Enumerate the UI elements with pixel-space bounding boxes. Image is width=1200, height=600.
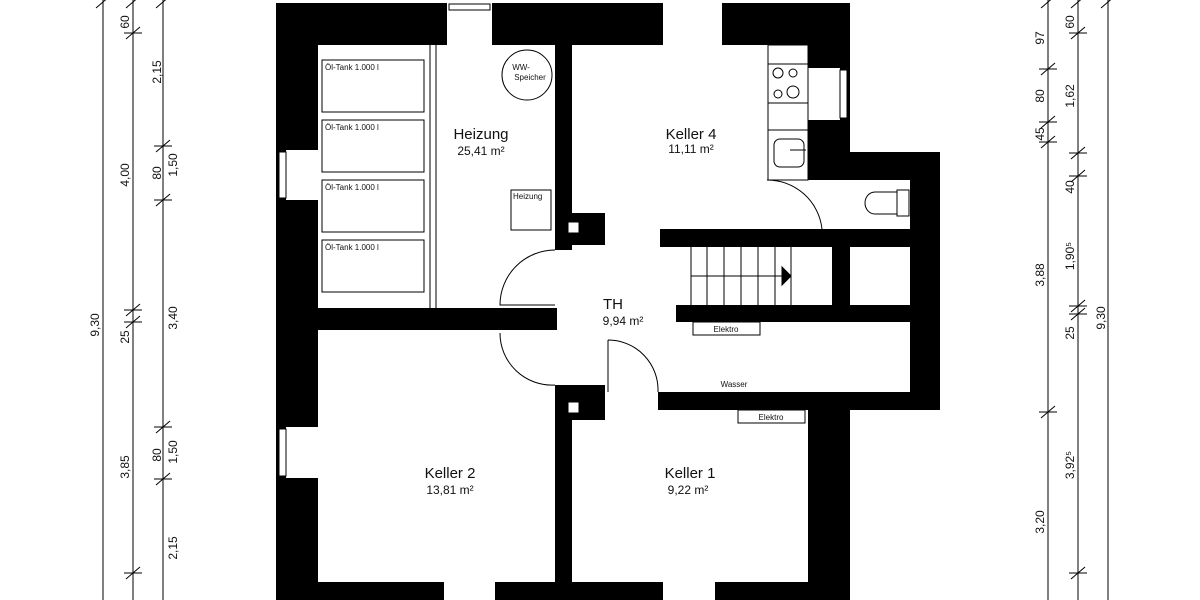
- room-name-keller1: Keller 1: [665, 465, 716, 482]
- dim-right: 80: [1033, 89, 1047, 103]
- ww-speicher-label: Speicher: [514, 73, 546, 82]
- dim-right: 1,90⁵: [1063, 242, 1077, 270]
- room-area-keller1: 9,22 m²: [668, 483, 709, 497]
- stove-burner-icon: [772, 67, 784, 79]
- walls: [276, 3, 940, 600]
- tank-label: Öl-Tank 1.000 l: [325, 63, 379, 72]
- dim-right-total: 9,30: [1094, 306, 1108, 330]
- dim-right: 3,88: [1033, 263, 1047, 287]
- right-dimensions: 97 80 45 3,88 3,20 60 1,62 40 1,90⁵ 25 3…: [1033, 0, 1112, 600]
- room-name-keller4: Keller 4: [666, 126, 717, 143]
- utility-labels: Elektro Elektro Wasser: [692, 321, 806, 424]
- stove-burner-icon: [786, 85, 800, 99]
- elektro-label: Elektro: [759, 413, 784, 422]
- windows: [278, 3, 848, 478]
- toilet-icon: [864, 191, 898, 215]
- chimney-flue: [567, 401, 580, 414]
- stairs: [690, 247, 792, 305]
- dim-left-total: 9,30: [88, 313, 102, 337]
- sink-icon: [773, 138, 805, 168]
- dim-left: 4,00: [118, 163, 132, 187]
- dim-right: 3,92⁵: [1063, 451, 1077, 479]
- room-area-heizung: 25,41 m²: [457, 144, 504, 158]
- dim-left: 80: [150, 448, 164, 462]
- dim-right: 97: [1033, 31, 1047, 45]
- dim-left: 1,50: [166, 440, 180, 464]
- tank-label: Öl-Tank 1.000 l: [325, 183, 379, 192]
- door-heizung: [499, 249, 556, 306]
- dim-left: 3,40: [166, 306, 180, 330]
- dim-right: 3,20: [1033, 510, 1047, 534]
- dim-left: 3,85: [118, 455, 132, 479]
- heizung-unit-label: Heizung: [513, 192, 542, 201]
- dim-left: 1,50: [166, 153, 180, 177]
- stove-burner-icon: [788, 68, 798, 78]
- tank-label: Öl-Tank 1.000 l: [325, 123, 379, 132]
- dim-left: 80: [150, 166, 164, 180]
- dim-right: 60: [1063, 15, 1077, 29]
- kitchen-fixtures: [767, 44, 910, 217]
- room-labels: Heizung 25,41 m² Keller 4 11,11 m² TH 9,…: [425, 126, 717, 497]
- room-area-th: 9,94 m²: [603, 314, 644, 328]
- chimney-flue: [567, 221, 580, 234]
- dim-left: 2,15: [150, 60, 164, 84]
- room-name-keller2: Keller 2: [425, 465, 476, 482]
- dim-left: 2,15: [166, 536, 180, 560]
- dim-right: 1,62: [1063, 84, 1077, 108]
- room-name-th: TH: [603, 296, 623, 313]
- heating-fixtures: WW- Speicher Heizung: [501, 49, 553, 231]
- door-keller2: [499, 332, 556, 386]
- room-area-keller2: 13,81 m²: [426, 483, 473, 497]
- stove-burner-icon: [773, 89, 783, 99]
- dim-right: 45: [1033, 127, 1047, 141]
- stair-arrow-icon: [781, 265, 792, 287]
- doors[interactable]: [499, 179, 823, 393]
- ww-speicher-label: WW-: [512, 63, 530, 72]
- room-name-heizung: Heizung: [453, 126, 508, 143]
- left-dimensions: 9,30 60 4,00 25 3,85 2,15 80 1,50 3,40 8…: [88, 0, 180, 600]
- dim-right: 25: [1063, 326, 1077, 340]
- oil-tanks: Öl-Tank 1.000 l Öl-Tank 1.000 l Öl-Tank …: [321, 45, 437, 308]
- elektro-label: Elektro: [714, 325, 739, 334]
- dim-left: 25: [118, 330, 132, 344]
- room-area-keller4: 11,11 m²: [668, 142, 714, 156]
- dim-left: 60: [118, 15, 132, 29]
- door-keller4: [766, 179, 823, 230]
- tank-label: Öl-Tank 1.000 l: [325, 243, 379, 252]
- door-keller1: [607, 339, 659, 393]
- dim-right: 40: [1063, 180, 1077, 194]
- wasser-label: Wasser: [721, 380, 748, 389]
